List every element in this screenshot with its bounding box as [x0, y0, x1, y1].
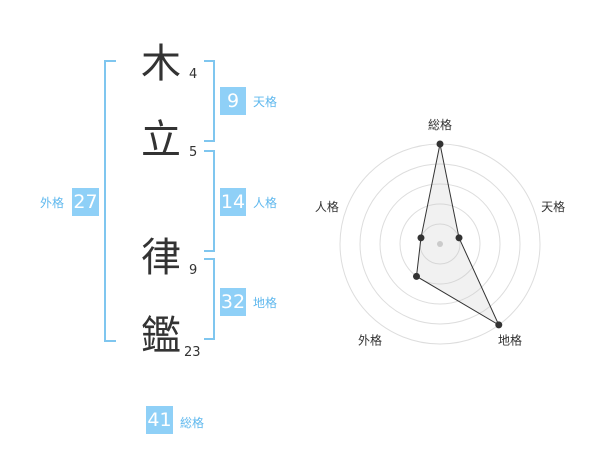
name-char-3: 律 — [141, 235, 181, 281]
name-char-1: 木 — [141, 41, 181, 87]
radar-point-1 — [436, 140, 444, 148]
stroke-count-2: 5 — [189, 145, 198, 160]
radar-axis-label-3: 地格 — [498, 332, 522, 347]
chikaku-badge: 32 — [220, 288, 246, 316]
gaikaku-badge: 27 — [72, 188, 99, 216]
soukaku-badge: 41 — [146, 406, 173, 434]
radar-grid-ring-2 — [399, 203, 481, 285]
stroke-count-3: 9 — [189, 263, 198, 278]
radar-point-2 — [455, 234, 463, 242]
radar-axis-label-1: 総格 — [428, 117, 452, 132]
tenkaku-bracket — [204, 60, 215, 142]
radar-axis-label-2: 天格 — [541, 199, 565, 214]
gaikaku-bracket — [104, 60, 116, 342]
stroke-count-4: 23 — [184, 345, 201, 360]
jinkaku-badge: 14 — [220, 188, 246, 216]
radar-point-5 — [417, 234, 425, 242]
jinkaku-label: 人格 — [253, 196, 278, 210]
soukaku-label: 総格 — [180, 416, 205, 430]
radar-axis-label-4: 外格 — [358, 332, 382, 347]
radar-series-area — [415, 143, 500, 327]
name-char-4: 鑑 — [141, 313, 181, 359]
name-char-2: 立 — [141, 117, 181, 163]
radar-point-3 — [495, 321, 503, 329]
jinkaku-bracket — [204, 150, 215, 252]
gaikaku-label: 外格 — [40, 196, 65, 210]
radar-axis-label-5: 人格 — [315, 199, 339, 214]
radar-center-dot — [437, 241, 443, 247]
chikaku-label: 地格 — [253, 296, 278, 310]
stroke-count-1: 4 — [189, 67, 198, 82]
radar-point-4 — [412, 272, 420, 280]
tenkaku-badge: 9 — [220, 87, 246, 115]
tenkaku-label: 天格 — [253, 95, 278, 109]
radar-grid-ring-4 — [359, 163, 521, 325]
chikaku-bracket — [204, 258, 215, 340]
radar-grid-ring-3 — [379, 183, 501, 305]
